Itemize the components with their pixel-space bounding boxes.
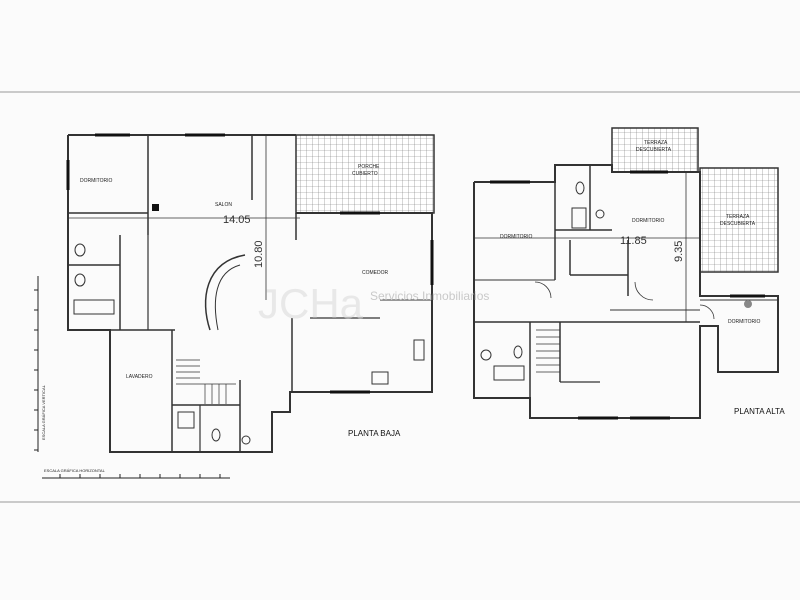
ground-floor-title: PLANTA BAJA [348, 429, 401, 438]
vertical-scale-label: ESCALA GRÁFICA VERTICAL [41, 384, 46, 440]
room-label-dormitorio-center: DORMITORIO [632, 218, 665, 224]
ground-depth-dimension: 10.80 [253, 240, 265, 268]
vertical-scale-bar [34, 276, 39, 452]
upper-width-dimension: 11.85 [620, 235, 647, 247]
upper-floor-title: PLANTA ALTA [734, 407, 785, 416]
room-label-dormitorio-right: DORMITORIO [728, 319, 761, 325]
room-label-salon: SALON [215, 202, 232, 208]
upper-floor-plan [473, 127, 779, 420]
room-label-terraza-1a: TERRAZA [644, 140, 668, 146]
upper-depth-dimension: 9.35 [673, 241, 685, 262]
room-label-terraza-2b: DESCUBIERTA [720, 221, 756, 227]
terrace-1-tiled-area [611, 127, 699, 173]
ground-width-dimension: 14.05 [223, 214, 251, 226]
room-label-dormitorio: DORMITORIO [80, 178, 113, 184]
watermark-text: Servicios Inmobiliarios [370, 289, 489, 303]
room-label-lavadero: LAVADERO [126, 374, 153, 380]
ground-floor-plan [66, 133, 435, 453]
room-label-terraza-2a: TERRAZA [726, 214, 750, 220]
horizontal-scale-label: ESCALA GRÁFICA HORIZONTAL [44, 468, 106, 473]
horizontal-scale-bar [42, 474, 230, 479]
watermark-logo: JCHa [258, 280, 364, 327]
room-label-dormitorio-left: DORMITORIO [500, 234, 533, 240]
porch-tiled-area [295, 134, 435, 214]
terrace-2-tiled-area [699, 167, 779, 273]
room-label-porche-2: CUBIERTO [352, 171, 378, 177]
room-label-terraza-1b: DESCUBIERTA [636, 147, 672, 153]
room-label-comedor: COMEDOR [362, 270, 389, 276]
room-label-porche-1: PORCHE [358, 164, 380, 170]
